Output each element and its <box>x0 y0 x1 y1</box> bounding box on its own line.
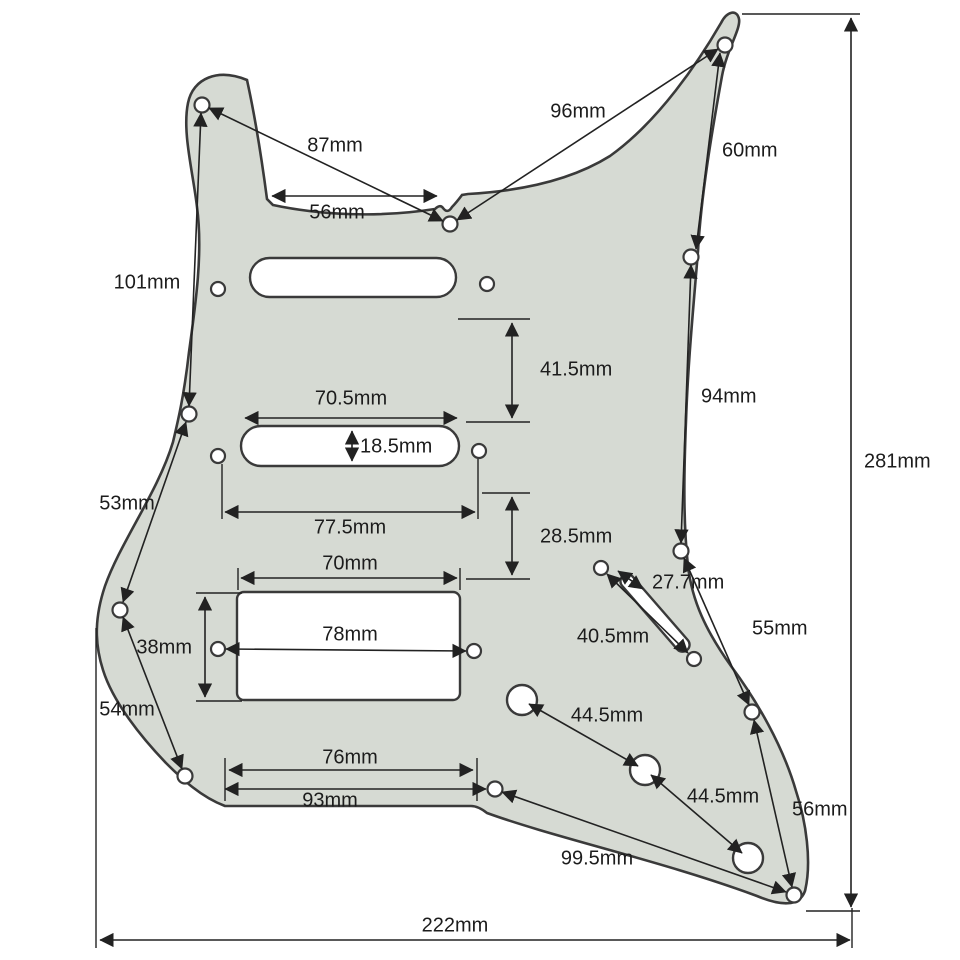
dim-line-27-7 <box>617 570 644 590</box>
pot-hole <box>731 841 765 875</box>
switch-screw-hole <box>592 559 610 577</box>
screw-hole <box>682 248 700 266</box>
dim-label-78mm: 78mm <box>322 623 378 645</box>
dim-label-28-5mm: 28.5mm <box>540 525 612 547</box>
dim-label-55mm: 55mm <box>752 617 808 639</box>
pickup-screw-hole <box>478 275 496 293</box>
switch-screw-hole <box>685 650 703 668</box>
dim-line-99-5 <box>501 789 787 895</box>
pot-hole <box>628 753 662 787</box>
dim-label-70mm: 70mm <box>322 552 378 574</box>
screw-hole <box>111 601 129 619</box>
screw-hole <box>743 703 761 721</box>
screw-hole <box>716 36 734 54</box>
screw-hole <box>193 96 211 114</box>
dim-label-53mm: 53mm <box>99 492 155 514</box>
dim-label-94mm: 94mm <box>701 385 757 407</box>
screw-hole <box>441 215 459 233</box>
dim-label-76mm: 76mm <box>322 746 378 768</box>
dim-label-44-5mm-upper: 44.5mm <box>571 704 643 726</box>
dim-label-44-5mm-lower: 44.5mm <box>687 785 759 807</box>
dim-label-70-5mm: 70.5mm <box>315 387 387 409</box>
dim-line-54 <box>121 616 184 770</box>
dim-label-222mm: 222mm <box>422 914 489 936</box>
dim-label-54mm: 54mm <box>99 698 155 720</box>
dim-line-94 <box>674 264 698 544</box>
pickup-screw-hole <box>470 442 488 460</box>
dim-label-27-7mm: 27.7mm <box>652 571 724 593</box>
screw-hole <box>672 542 690 560</box>
dim-line-60 <box>690 52 726 250</box>
dim-label-281mm: 281mm <box>864 450 931 472</box>
screw-hole <box>180 405 198 423</box>
pickup-screw-hole <box>209 640 227 658</box>
screw-hole <box>176 767 194 785</box>
dim-label-99-5mm: 99.5mm <box>561 847 633 869</box>
dimension-labels: 96mm 87mm 56mm 60mm 101mm 41.5mm 70.5mm … <box>99 100 930 936</box>
pickup-screw-hole <box>209 447 227 465</box>
dim-label-96mm: 96mm <box>550 100 606 122</box>
pickup-screw-hole <box>465 642 483 660</box>
dim-label-77-5mm: 77.5mm <box>314 516 386 538</box>
dim-label-18-5mm: 18.5mm <box>360 435 432 457</box>
dim-label-87mm: 87mm <box>307 134 363 156</box>
bridge-humbucker-slot <box>235 590 462 702</box>
dim-label-56mm-neck: 56mm <box>309 201 365 223</box>
pot-hole <box>505 683 539 717</box>
screw-hole <box>486 780 504 798</box>
dim-label-93mm: 93mm <box>302 789 358 811</box>
dim-label-38mm: 38mm <box>136 636 192 658</box>
pickup-screw-hole <box>209 280 227 298</box>
dim-line-44-5-upper <box>528 703 639 767</box>
dim-label-41-5mm: 41.5mm <box>540 358 612 380</box>
dim-label-60mm: 60mm <box>722 139 778 161</box>
dim-line-44-5-lower <box>650 774 743 854</box>
dim-label-40-5mm: 40.5mm <box>577 625 649 647</box>
dim-line-101 <box>182 112 208 407</box>
neck-pickup-slot <box>248 256 458 299</box>
dim-line-96 <box>456 48 719 221</box>
dim-line-55 <box>682 557 751 706</box>
dim-label-56mm-lower: 56mm <box>792 798 848 820</box>
dim-line-78 <box>225 641 467 659</box>
screw-hole <box>785 886 803 904</box>
dim-line-53 <box>120 421 189 603</box>
dim-label-101mm: 101mm <box>114 271 181 293</box>
dimension-lines <box>95 13 860 948</box>
